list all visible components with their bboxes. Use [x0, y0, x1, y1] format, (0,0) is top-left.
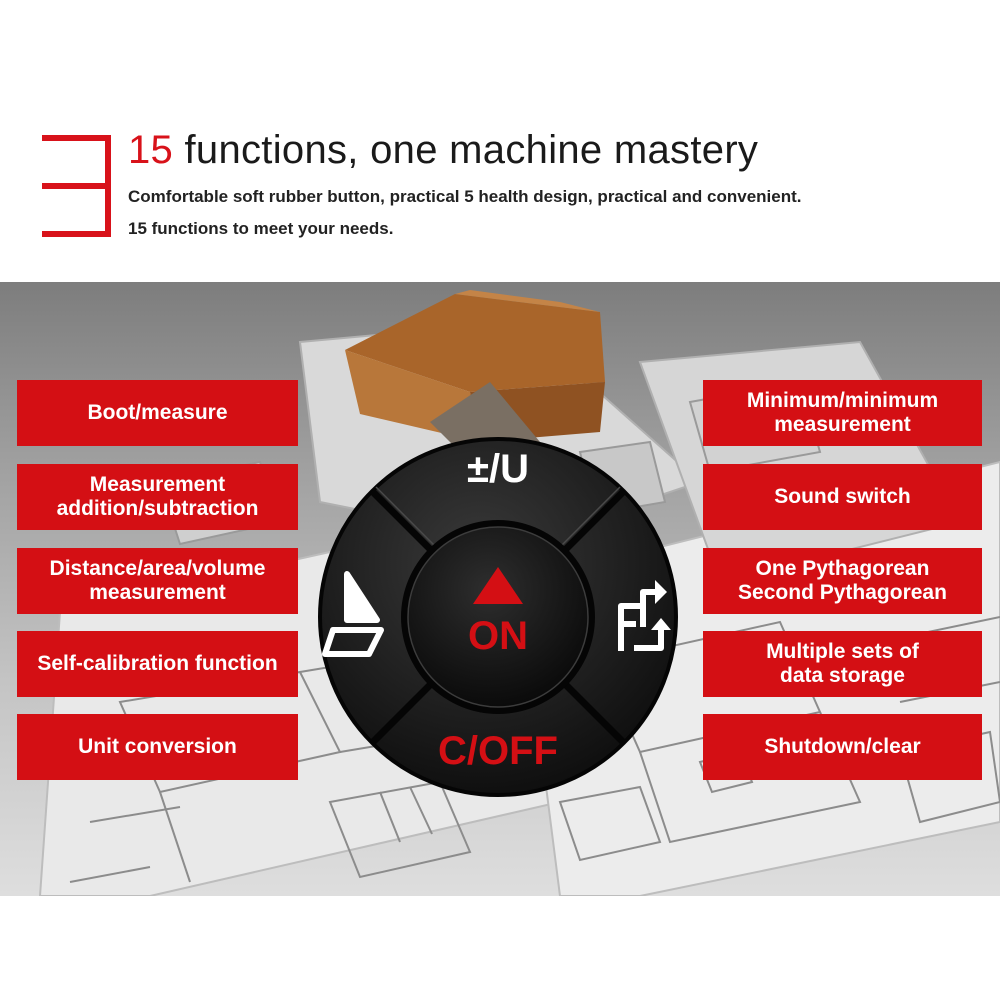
label-line: Multiple sets of: [766, 640, 919, 663]
label-boot-measure: Boot/measure: [17, 380, 298, 446]
title-number: 15: [128, 128, 174, 172]
on-button-label[interactable]: ON: [468, 614, 528, 658]
bottom-margin: [0, 896, 1000, 1000]
label-line: Self-calibration function: [37, 652, 278, 675]
clear-off-button[interactable]: C/OFF: [438, 729, 558, 773]
label-line: addition/subtraction: [56, 497, 259, 520]
number-3-outline-icon: [42, 135, 111, 237]
label-line: Measurement: [89, 473, 226, 496]
label-line: Unit conversion: [78, 735, 237, 758]
pythagorean-arrow-icon[interactable]: [618, 580, 671, 651]
label-line: Boot/measure: [87, 401, 228, 424]
label-line: measurement: [774, 413, 911, 436]
label-line: Shutdown/clear: [764, 735, 921, 758]
label-unit-conversion: Unit conversion: [17, 714, 298, 780]
page-title: 15 functions, one machine mastery: [128, 128, 758, 173]
label-line: Minimum/minimum: [746, 389, 939, 412]
title-text: functions, one machine mastery: [173, 128, 759, 172]
label-line: Second Pythagorean: [738, 581, 947, 604]
label-line: measurement: [89, 581, 226, 604]
label-line: One Pythagorean: [755, 557, 930, 580]
plus-minus-unit-button[interactable]: ±/U: [467, 447, 529, 491]
header: 15 functions, one machine mastery Comfor…: [0, 0, 1000, 282]
area-triangle-icon[interactable]: [322, 571, 384, 657]
subtitle-line-1: Comfortable soft rubber button, practica…: [128, 187, 802, 206]
control-button-cluster: ±/U ON C/OFF: [318, 437, 678, 797]
up-triangle-icon[interactable]: [473, 567, 523, 604]
subtitle-line-2: 15 functions to meet your needs.: [128, 219, 394, 238]
label-self-calibration: Self-calibration function: [17, 631, 298, 697]
label-line: data storage: [780, 664, 905, 687]
label-line: Distance/area/volume: [49, 557, 266, 580]
label-line: Sound switch: [774, 485, 911, 508]
label-sound-switch: Sound switch: [703, 464, 982, 530]
label-shutdown-clear: Shutdown/clear: [703, 714, 982, 780]
